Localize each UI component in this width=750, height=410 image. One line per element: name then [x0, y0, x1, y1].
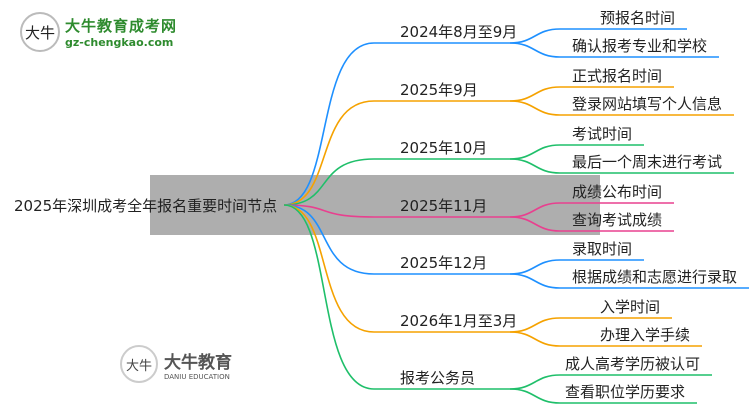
- branch-connector: [283, 204, 510, 218]
- child-connector: [509, 374, 712, 390]
- child-connector: [509, 317, 672, 333]
- child-connector: [509, 144, 644, 160]
- child-connector: [509, 42, 719, 58]
- child-label: 办理入学手续: [600, 326, 691, 344]
- branch-connector: [283, 204, 510, 333]
- child-label: 预报名时间: [600, 9, 676, 27]
- branch-connector: [283, 100, 510, 206]
- root-node: 2025年深圳成考全年报名重要时间节点: [14, 197, 278, 215]
- branch-connector: [283, 158, 510, 206]
- branch-label: 2025年9月: [400, 81, 478, 99]
- child-label: 正式报名时间: [572, 67, 663, 85]
- watermark: 大牛 大牛教育 DANIU EDUCATION: [120, 345, 232, 383]
- child-label: 登录网站填写个人信息: [572, 95, 723, 113]
- child-label: 确认报考专业和学校: [572, 37, 708, 55]
- child-connector: [509, 259, 644, 275]
- child-connector: [509, 86, 674, 102]
- child-label: 成人高考学历被认可: [565, 355, 701, 373]
- branch-connector: [283, 204, 510, 390]
- child-label: 考试时间: [572, 125, 633, 143]
- child-connector: [509, 202, 674, 218]
- child-connector: [509, 216, 674, 232]
- branch-connector: [283, 42, 510, 206]
- child-connector: [509, 100, 734, 116]
- branch-label: 2025年12月: [400, 254, 488, 272]
- site-logo: 大牛 大牛教育成考网 gz-chengkao.com: [20, 12, 177, 52]
- logo-mark: 大牛: [20, 12, 60, 52]
- child-connector: [509, 158, 734, 174]
- child-label: 查询考试成绩: [572, 211, 663, 229]
- child-connector: [509, 28, 687, 44]
- child-label: 根据成绩和志愿进行录取: [572, 268, 738, 286]
- watermark-en: DANIU EDUCATION: [164, 372, 230, 381]
- child-connector: [509, 388, 697, 404]
- logo-url: gz-chengkao.com: [65, 36, 174, 49]
- child-label: 最后一个周末进行考试: [572, 153, 723, 171]
- child-connector: [509, 331, 702, 347]
- branch-label: 2025年10月: [400, 139, 488, 157]
- branch-connector: [283, 204, 510, 275]
- child-connector: [509, 273, 749, 289]
- gray-overlay: [150, 175, 600, 235]
- child-label: 录取时间: [572, 240, 633, 258]
- child-label: 入学时间: [600, 298, 661, 316]
- branch-label: 2026年1月至3月: [400, 312, 518, 330]
- branch-label: 报考公务员: [400, 369, 476, 387]
- branch-label: 2025年11月: [400, 197, 488, 215]
- logo-name: 大牛教育成考网: [65, 17, 178, 35]
- watermark-mark: 大牛: [120, 345, 158, 383]
- watermark-name: 大牛教育: [164, 352, 232, 373]
- child-label: 成绩公布时间: [572, 183, 663, 201]
- branch-label: 2024年8月至9月: [400, 23, 518, 41]
- child-label: 查看职位学历要求: [565, 383, 686, 401]
